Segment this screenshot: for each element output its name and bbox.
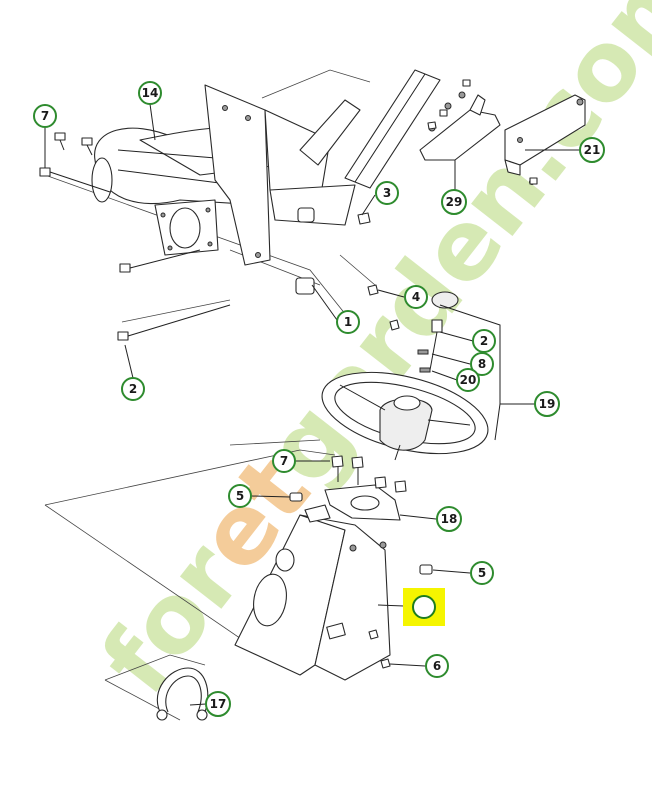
svg-text:20: 20 bbox=[460, 373, 477, 387]
svg-text:18: 18 bbox=[441, 512, 458, 526]
assembly-frame-lines bbox=[44, 69, 376, 721]
svg-text:7: 7 bbox=[280, 454, 288, 468]
leader-lines bbox=[44, 103, 580, 706]
svg-text:2: 2 bbox=[129, 382, 137, 396]
callout-1[interactable]: 1 bbox=[336, 310, 360, 334]
callout-19[interactable]: 19 bbox=[534, 391, 560, 417]
svg-text:3: 3 bbox=[383, 186, 391, 200]
svg-text:16: 16 bbox=[416, 600, 433, 614]
part-29-bracket bbox=[419, 91, 501, 161]
callout-8[interactable]: 8 bbox=[470, 352, 494, 376]
callout-6[interactable]: 6 bbox=[425, 654, 449, 678]
svg-text:8: 8 bbox=[478, 357, 486, 371]
callout-16[interactable]: 16 bbox=[412, 595, 436, 619]
svg-text:4: 4 bbox=[412, 290, 420, 304]
svg-text:2: 2 bbox=[480, 334, 488, 348]
callout-20[interactable]: 20 bbox=[456, 368, 480, 392]
svg-text:1: 1 bbox=[344, 315, 352, 329]
callouts: 14 7 3 29 21 4 1 2 bbox=[33, 81, 605, 717]
frame-bracket bbox=[204, 84, 356, 295]
callout-18[interactable]: 18 bbox=[436, 506, 462, 532]
callout-7-top[interactable]: 7 bbox=[33, 104, 57, 128]
callout-14[interactable]: 14 bbox=[138, 81, 162, 105]
svg-text:7: 7 bbox=[41, 109, 49, 123]
callout-29[interactable]: 29 bbox=[441, 189, 467, 215]
callout-5-left[interactable]: 5 bbox=[228, 484, 252, 508]
callout-3[interactable]: 3 bbox=[375, 181, 399, 205]
part-16-column-housing bbox=[234, 492, 433, 681]
callout-4[interactable]: 4 bbox=[404, 285, 428, 309]
svg-text:6: 6 bbox=[433, 659, 441, 673]
callout-2-right[interactable]: 2 bbox=[472, 329, 496, 353]
part-21-bracket bbox=[504, 94, 586, 185]
svg-text:5: 5 bbox=[478, 566, 486, 580]
callout-5-right[interactable]: 5 bbox=[470, 561, 494, 585]
callout-7-mid[interactable]: 7 bbox=[272, 449, 296, 473]
svg-text:5: 5 bbox=[236, 489, 244, 503]
part-18-mount-plate bbox=[324, 455, 407, 521]
svg-text:21: 21 bbox=[584, 143, 601, 157]
part-19-steering-wheel bbox=[321, 371, 489, 461]
steering-shaft bbox=[299, 69, 441, 189]
callout-21[interactable]: 21 bbox=[579, 137, 605, 163]
svg-text:14: 14 bbox=[142, 86, 159, 100]
callout-2-left[interactable]: 2 bbox=[121, 377, 145, 401]
part-17-u-clamp bbox=[156, 667, 209, 721]
svg-text:19: 19 bbox=[539, 397, 556, 411]
svg-text:29: 29 bbox=[446, 195, 463, 209]
fasteners bbox=[39, 79, 538, 373]
svg-text:17: 17 bbox=[210, 697, 227, 711]
callout-17[interactable]: 17 bbox=[205, 691, 231, 717]
